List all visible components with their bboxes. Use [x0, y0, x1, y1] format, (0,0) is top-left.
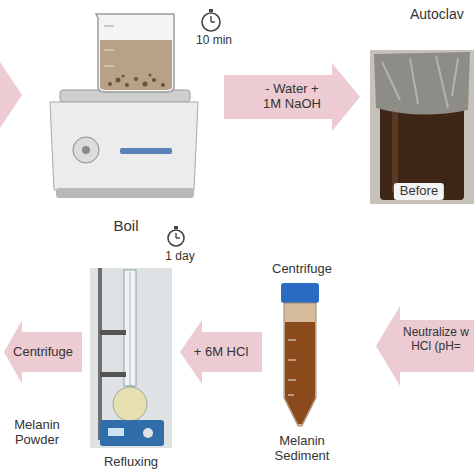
reflux-photo [90, 268, 172, 448]
stopwatch-icon [168, 226, 184, 246]
autoclave-photo [374, 52, 470, 115]
hotplate [56, 188, 194, 198]
reflux-photo [130, 272, 131, 386]
time-label: 1 day [160, 250, 200, 264]
beaker [96, 14, 174, 92]
autoclave-photo [370, 50, 474, 204]
stopwatch-icon [175, 233, 176, 238]
stopwatch-icon [202, 13, 220, 31]
step-caption: Melanin Powder [2, 418, 72, 448]
reflux-photo [90, 268, 172, 448]
hotplate [50, 90, 198, 198]
stopwatch-icon [168, 230, 184, 246]
reflux-photo [143, 428, 153, 438]
flow-arrow [180, 320, 262, 384]
centrifuge-tube [281, 283, 319, 303]
arrow-label: + 6M HCl [192, 345, 251, 360]
step-caption: Autoclav [410, 6, 472, 22]
beaker [116, 78, 121, 83]
arrow-label: - Water + 1M NaOH [255, 82, 329, 112]
time-label: 10 min [192, 34, 236, 48]
beaker [104, 50, 114, 51]
step-caption: Boil [40, 217, 212, 234]
hotplate [82, 146, 90, 154]
beaker [134, 77, 138, 81]
hotplate [73, 137, 99, 163]
photo-step: Boil [40, 8, 212, 236]
reflux-photo [98, 268, 102, 440]
photo-step: CentrifugeMelanin Sediment [266, 262, 338, 466]
photo-step: Melanin Powder [2, 388, 72, 464]
autoclave-photo [392, 112, 398, 192]
hotplate [50, 102, 198, 190]
photo-step: Refluxing [86, 266, 176, 472]
stopwatch-icon [174, 226, 178, 229]
beaker [104, 66, 114, 67]
reflux-photo [100, 372, 126, 377]
step-note: Before [394, 183, 444, 200]
beaker [143, 82, 148, 87]
reflux-photo [100, 330, 126, 335]
centrifuge-tube [288, 340, 296, 341]
stopwatch-icon [209, 9, 213, 12]
centrifuge-tube [288, 360, 296, 361]
reflux-photo [124, 270, 136, 386]
step-note: Neutralize w HCl (pH= [400, 326, 472, 354]
flow-arrow [224, 63, 360, 131]
stopwatch-icon [211, 21, 215, 22]
photo-step: AutoclavBefore [366, 4, 472, 204]
reflux-photo [108, 428, 124, 436]
centrifuge-tube [288, 380, 296, 381]
beaker [161, 83, 165, 87]
stopwatch-icon [176, 237, 180, 238]
centrifuge-tube [288, 395, 294, 396]
flow-arrow [4, 320, 82, 384]
stopwatch-icon [202, 9, 220, 31]
beaker [122, 75, 125, 78]
autoclave-photo [382, 56, 458, 108]
beaker [125, 83, 129, 87]
beaker [100, 40, 172, 90]
centrifuge-tube [281, 283, 319, 426]
flow-arrow [376, 306, 474, 386]
centrifuge-tube [285, 322, 315, 424]
flow-arrow [0, 62, 22, 128]
step-caption: Centrifuge [266, 262, 338, 277]
beaker [152, 78, 156, 82]
autoclave-photo [370, 50, 474, 204]
reflux-photo [100, 420, 164, 446]
reflux-photo [113, 387, 147, 421]
step-caption: Refluxing [86, 455, 176, 470]
beaker [108, 82, 112, 86]
hotplate [120, 148, 172, 154]
stopwatch-icon [210, 16, 211, 22]
beaker [104, 26, 114, 27]
beaker [149, 74, 152, 77]
step-note: Melanin Sediment [266, 434, 338, 464]
centrifuge-tube [284, 303, 316, 426]
arrow-label: Centrifuge [11, 345, 75, 360]
beaker [96, 14, 174, 92]
